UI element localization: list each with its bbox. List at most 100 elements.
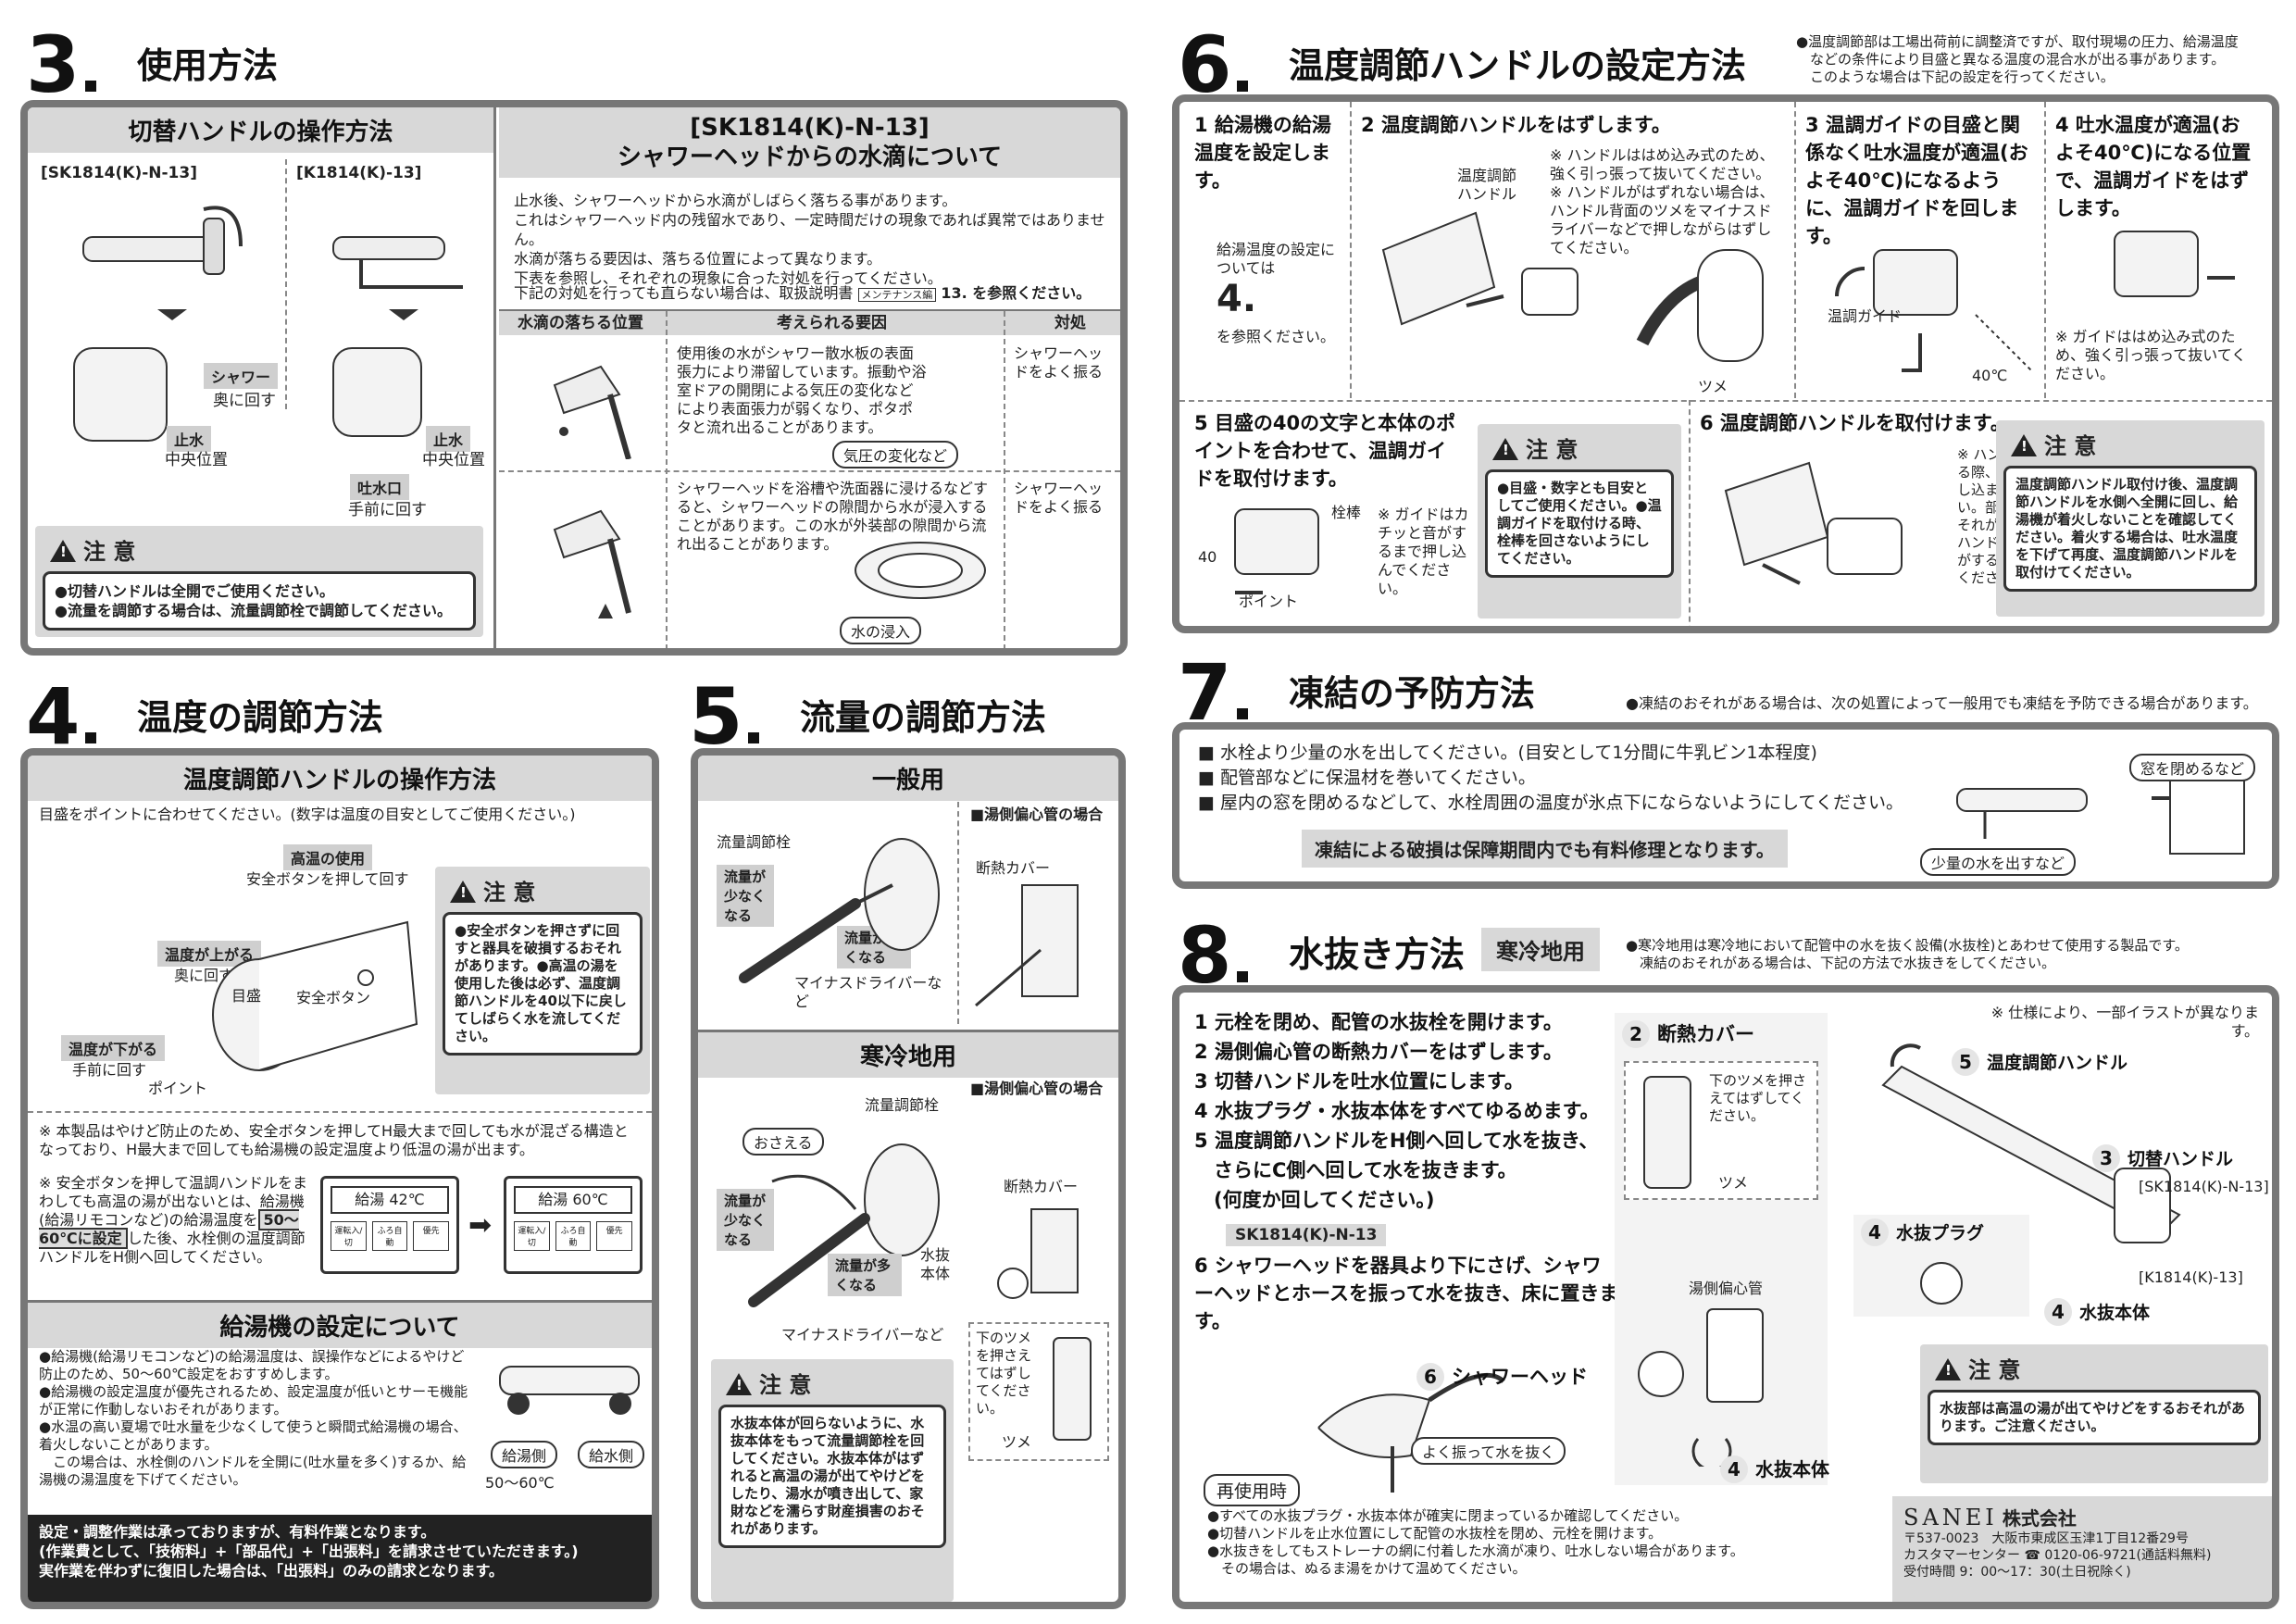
paid-service-footer: 設定・調整作業は承っておりますが、有料作業となります。(作業費として、「技術料」… <box>28 1515 652 1602</box>
screwdriver-illustration <box>739 838 940 983</box>
freeze-warning: 凍結による破損は保障期間内でも有料修理となります。 <box>1302 830 1788 868</box>
section-6-panel: 1 給湯機の給湯温度を設定します。 給湯温度の設定については 4. を参照くださ… <box>1172 94 2279 633</box>
step6-3: 3 温調ガイドの目盛と関係なく吐水温度が適温(およそ40℃)になるように、温調ガ… <box>1805 114 2028 247</box>
spout-label: 吐水口 <box>350 474 410 500</box>
drain-step-6: 6 シャワーヘッドを器具より下にさげ、シャワーヘッドとホースを振って水を抜き、床… <box>1194 1255 1619 1332</box>
step6-1-note: 給湯温度の設定については <box>1217 241 1336 277</box>
cause-1-tag: 気圧の変化など <box>832 441 959 468</box>
guide-rotation-illustration <box>1835 249 2032 372</box>
temp-handle-illustration <box>212 920 418 1071</box>
warning-icon <box>50 540 76 562</box>
valve-label: 流量調節栓 <box>717 833 792 851</box>
th-fix: 対処 <box>1054 314 1086 332</box>
shake-label: よく振って水を抜く <box>1411 1437 1566 1465</box>
guide-removal-illustration <box>2114 231 2235 297</box>
section-4-number: 4 <box>26 678 96 756</box>
section-3-caution: 注 意 ●切替ハンドルは全開でご使用ください。 ●流量を調節する場合は、流量調節… <box>35 526 483 637</box>
step6-1: 1 給湯機の給湯温度を設定します。 <box>1194 114 1331 192</box>
drain-model-1: [SK1814(K)-N-13] <box>2139 1178 2269 1195</box>
warning-icon <box>2011 434 2037 456</box>
little-water-label: 少量の水を出すなど <box>1920 848 2077 876</box>
temp-handle-bar: 温度調節ハンドルの操作方法 <box>28 756 652 801</box>
driver-label: マイナスドライバーなど <box>794 974 942 1010</box>
faucet-side-illustration <box>499 1366 640 1415</box>
press-label: おさえる <box>742 1128 824 1156</box>
section-3-panel: 切替ハンドルの操作方法 [SK1814(K)-N-13] [K1814(K)-1… <box>20 100 1128 656</box>
section-8-note: ●寒冷地用は寒冷地において配管中の水を抜く設備(水抜栓)とあわせて使用する製品で… <box>1626 937 2189 971</box>
shower-head-leak-icon <box>553 509 631 618</box>
freeze-list: ■ 水栓より少量の水を出してください。(目安として1分間に牛乳ビン1本程度)■ … <box>1198 743 1903 813</box>
step6-2: 2 温度調節ハンドルをはずします。 <box>1361 114 1671 136</box>
point-label-6: ポイント <box>1239 593 1299 610</box>
section-6-title: 温度調節ハンドルの設定方法 <box>1289 45 1747 86</box>
h-max-note: ※ 本製品はやけど防止のため、安全ボタンを押してH最大まで回しても水が混ざる構造… <box>39 1122 629 1158</box>
switch-handle-bar: 切替ハンドルの操作方法 <box>28 107 493 153</box>
water-heater-notes: ●給湯機(給湯リモコンなど)の給湯温度は、誤操作などによるやけど防止のため、50… <box>39 1348 468 1488</box>
section-6-note: ●温度調節部は工場出荷前に調整済ですが、取付現場の圧力、給湯温度 などの条件によ… <box>1796 33 2239 85</box>
handle-closeup-1 <box>73 347 168 442</box>
section-5-title: 流量の調節方法 <box>800 697 1047 738</box>
driver-label-2: マイナスドライバーなど <box>781 1326 944 1343</box>
section-8-caution: 注 意 水抜部は高温の湯が出てやけどをするおそれがあります。ご注意ください。 <box>1920 1344 2268 1483</box>
hot-side-label: 給湯側 <box>491 1441 558 1468</box>
section-4-panel: 温度調節ハンドルの操作方法 目盛をポイントに合わせてください。(数字は温度の目安… <box>20 748 659 1609</box>
valve-label-2: 流量調節栓 <box>865 1096 940 1114</box>
arrow-right-icon: ➡ <box>468 1209 493 1242</box>
section-7-title: 凍結の予防方法 <box>1289 673 1536 714</box>
section-7-note: ●凍結のおそれがある場合は、次の処置によって一般用でも凍結を予防できる場合があり… <box>1626 694 2258 712</box>
remote-after: 給湯 60℃ 運転入/切ふろ自動優先 <box>504 1176 643 1274</box>
section-6-number: 6 <box>1178 26 1248 104</box>
cold-cover-illustration <box>997 1208 1079 1299</box>
temp-handle-label: 温度調節ハンドル <box>1457 167 1517 203</box>
drain-steps: 1 元栓を閉め、配管の水抜栓を開けます。2 湯側偏心管の断熱カバーをはずします。… <box>1194 1011 1600 1211</box>
point-label: ポイント <box>148 1080 208 1097</box>
basin-icon <box>855 542 986 599</box>
cover-label-2: 断熱カバー <box>1004 1178 1079 1195</box>
drip-table: 水滴の落ちる位置 考えられる要因 対処 使用後の水がシャワー散水板の表面張力によ… <box>499 309 1120 648</box>
reuse-label: 再使用時 <box>1204 1474 1301 1506</box>
warning-icon <box>1935 1358 1961 1380</box>
warning-icon <box>1492 438 1518 460</box>
section-3-number: 3 <box>26 26 96 104</box>
cover-label: 断熱カバー <box>976 859 1051 877</box>
stop-label-2: 止水 <box>426 426 471 452</box>
model-1: [SK1814(K)-N-13] <box>41 164 197 182</box>
center-label: 中央位置 <box>165 451 228 469</box>
hot-pipe-note-1: ■湯側偏心管の場合 <box>970 806 1104 823</box>
faucet-illustration-2 <box>332 236 463 289</box>
drain-model-2: [K1814(K)-13] <box>2139 1268 2243 1286</box>
step6-2-note: ※ ハンドルははめ込み式のため、強く引っ張って抜いてください。※ ハンドルがはず… <box>1550 146 1775 256</box>
section-7-number: 7 <box>1178 654 1248 731</box>
reuse-notes: ●すべての水抜プラグ・水抜本体が確実に閉まっているか確認してください。●切替ハン… <box>1207 1507 1744 1577</box>
faucet-drain-illustration <box>1881 1043 2181 1243</box>
company-box: SANEI 株式会社 〒537-0023 大阪市東成区玉津1丁目12番29号 カ… <box>1892 1496 2272 1602</box>
claw-illustration <box>1053 1337 1092 1441</box>
section-7-panel: ■ 水栓より少量の水を出してください。(目安として1分間に牛乳ビン1本程度)■ … <box>1172 722 2279 889</box>
section-8-panel: 1 元栓を閉め、配管の水抜栓を開けます。2 湯側偏心管の断熱カバーをはずします。… <box>1172 985 2279 1609</box>
th-cause: 考えられる要因 <box>777 314 887 332</box>
cold-side-label: 給水側 <box>578 1441 645 1468</box>
down-sub: 手前に回す <box>72 1061 147 1079</box>
guide-label: 温調ガイド <box>1828 307 1903 325</box>
drip-reference: 下記の対処を行っても直らない場合は、取扱説明書 メンテナンス編 13. を参照く… <box>514 284 1092 302</box>
scale-label: 目盛 <box>231 987 262 1005</box>
cover-claw-illustration <box>1643 1076 1691 1189</box>
step6-5: 5 目盛の40の文字と本体のポイントを合わせて、温調ガイドを取付けます。 <box>1194 412 1456 490</box>
center-label-2: 中央位置 <box>422 451 485 469</box>
general-bar: 一般用 <box>698 756 1118 801</box>
close-window-label: 窓を閉めるなど <box>2129 754 2256 781</box>
step6-5-caution: 注 意 ●目盛・数字とも目安としてご使用ください。●温調ガイドを取付ける時、栓棒… <box>1478 424 1681 618</box>
model-2: [K1814(K)-13] <box>296 164 422 182</box>
fix-2: シャワーヘッドをよく振る <box>1014 480 1104 516</box>
high-sub: 安全ボタンを押して回す <box>246 870 409 888</box>
step6-4-note: ※ ガイドははめ込み式のため、強く引っ張って抜いてください。 <box>2055 328 2247 382</box>
up-sub: 奥に回す <box>174 967 234 984</box>
drain-plug-illustration <box>1920 1262 1963 1305</box>
temp-intro: 目盛をポイントに合わせてください。(数字は温度の目安としてご使用ください。) <box>39 806 576 823</box>
section-5-caution: 注 意 水抜本体が回らないように、水抜本体をもって流量調節栓を回してください。水… <box>711 1359 954 1602</box>
drip-intro: 止水後、シャワーヘッドから水滴がしばらく落ちる事があります。これはシャワーヘッド… <box>514 192 1105 287</box>
